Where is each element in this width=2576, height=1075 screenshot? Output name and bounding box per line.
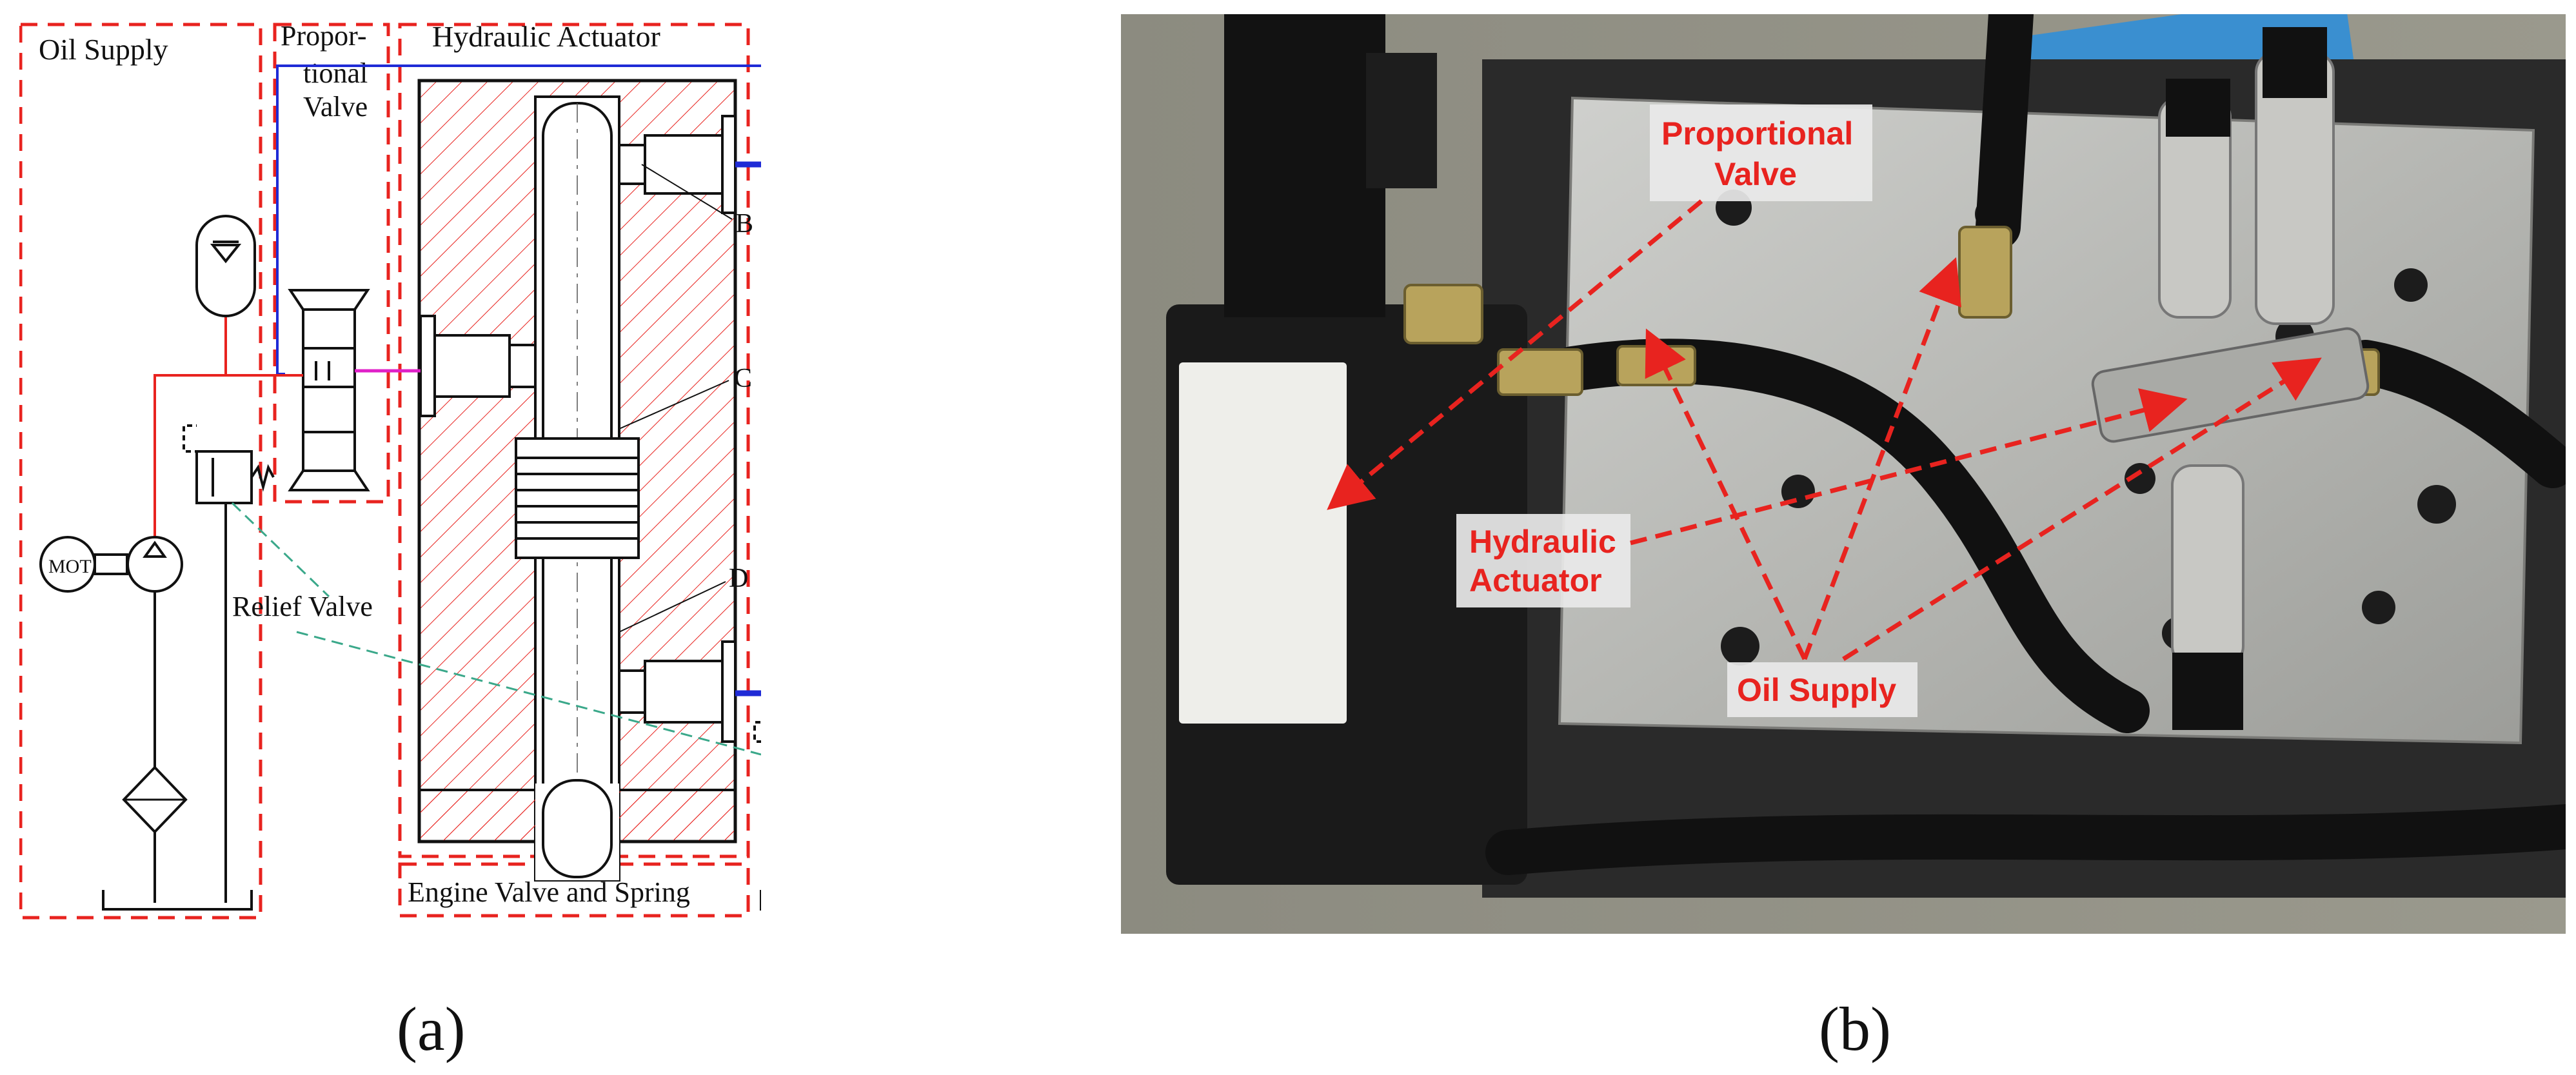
- photo-panel: Proportional Valve Hydraulic Actuator Oi…: [1121, 14, 2566, 934]
- annotation-arrows: [1327, 199, 2322, 661]
- oil-supply-annotation: Oil Supply: [1737, 672, 1896, 708]
- proportional-valve-symbol: [288, 289, 370, 491]
- oil-supply-box: [19, 23, 263, 920]
- pressure-line: [154, 316, 303, 551]
- hydraulic-actuator-annotation-2: Actuator: [1469, 562, 1602, 598]
- hydraulic-actuator-label: Hydraulic Actuator: [432, 20, 660, 53]
- pressure-sensors: [2158, 27, 2335, 730]
- point-d-label: D: [729, 564, 748, 593]
- proportional-valve-label-1: Propor-: [281, 20, 367, 52]
- point-c-label: C: [734, 364, 752, 393]
- proportional-valve-annotation-2: Valve: [1714, 156, 1797, 192]
- oil-supply-label: Oil Supply: [39, 33, 168, 66]
- relief-valve-label: Relief Valve: [232, 591, 373, 622]
- pilot-leader: [231, 502, 762, 756]
- sensor-port-b: [618, 115, 737, 214]
- point-b-label: B: [735, 209, 753, 239]
- hydraulic-actuator-annotation-box: [1456, 514, 1630, 607]
- relief-valve-1: [183, 424, 275, 504]
- hydraulic-schematic: Oil Supply Propor- tional Valve Hydrauli…: [19, 20, 840, 920]
- proportional-valve-annotation-box: [1650, 104, 1872, 201]
- valve-spring: [515, 437, 640, 559]
- accumulator: [195, 215, 256, 317]
- proportional-valve-label-3: Valve: [303, 91, 368, 123]
- proportional-valve-box: [273, 23, 390, 504]
- motor-pump: [39, 536, 183, 593]
- hydraulic-actuator-annotation-1: Hydraulic: [1469, 524, 1616, 560]
- relief-valve-2: [753, 721, 840, 791]
- engine-valve-label: Engine Valve and Spring: [408, 876, 690, 908]
- sensor-port-c: [419, 315, 537, 417]
- schematic-panel: Oil Supply Propor- tional Valve Hydrauli…: [19, 13, 840, 929]
- proportional-valve-label-2: tional: [303, 57, 368, 89]
- tank-1: [102, 890, 253, 911]
- test-rig-photo: Proportional Valve Hydraulic Actuator Oi…: [1121, 14, 2566, 934]
- oil-supply-annotation-box: [1727, 662, 1917, 717]
- proportional-valve-annotation-1: Proportional: [1661, 115, 1853, 152]
- caption-a: (a): [397, 994, 466, 1063]
- motor-label: MOT: [48, 556, 92, 577]
- sensor-port-d: [618, 640, 737, 743]
- caption-b: (b): [1819, 994, 1891, 1063]
